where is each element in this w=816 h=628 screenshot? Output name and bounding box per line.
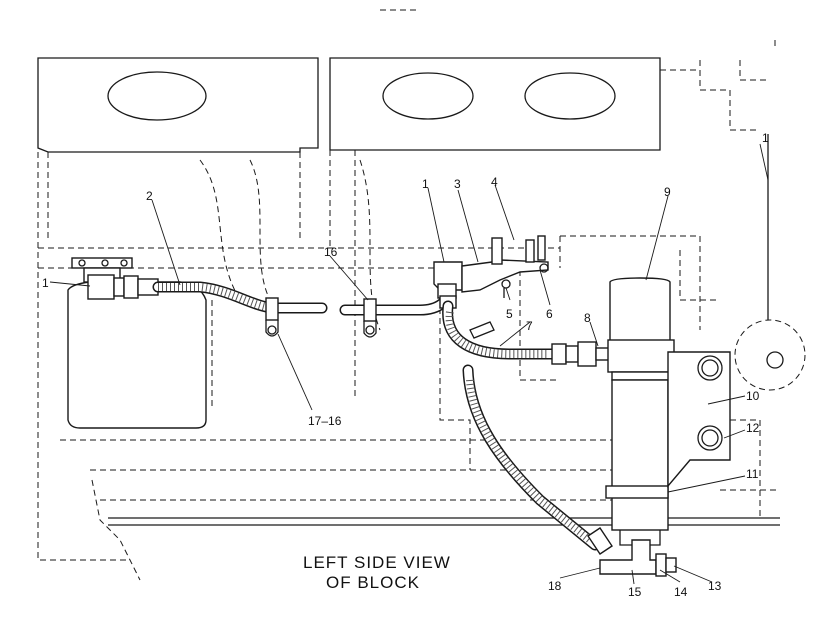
filter-9: [605, 277, 675, 546]
label-12: 12: [746, 421, 760, 435]
fitting-18: [587, 527, 613, 555]
label-1-right: 1: [762, 131, 769, 145]
label-8: 8: [584, 311, 591, 325]
valve-assembly: [461, 235, 549, 298]
label-18: 18: [548, 579, 562, 593]
clamp-16: [363, 298, 377, 338]
view-caption: LEFT SIDE VIEW OF BLOCK: [303, 553, 451, 592]
caption-line-2: OF BLOCK: [326, 573, 420, 592]
label-2: 2: [146, 189, 153, 203]
fitting-8: [551, 341, 613, 367]
label-3: 3: [454, 177, 461, 191]
hose-16: [339, 284, 456, 316]
hose-7: [442, 300, 558, 360]
label-10: 10: [746, 389, 760, 403]
bracket-1: [433, 261, 463, 299]
label-13: 13: [708, 579, 722, 593]
label-4: 4: [491, 175, 498, 189]
leader-lines: [49, 143, 769, 585]
left-fitting: [87, 274, 159, 300]
cylinder-head-ports: [107, 71, 616, 121]
part-labels: 1 2 1 3 4 16 17–16 5 6 7 8 9 10 12 11 18…: [42, 131, 769, 599]
label-6: 6: [546, 307, 553, 321]
label-16: 16: [324, 245, 338, 259]
hose-18: [462, 364, 601, 551]
bottom-tee: [599, 539, 677, 577]
label-15: 15: [628, 585, 642, 599]
label-17-16: 17–16: [308, 414, 342, 428]
bracket-10: [667, 351, 731, 488]
pulley: [734, 134, 806, 391]
label-11: 11: [746, 467, 759, 481]
label-5: 5: [506, 307, 513, 321]
label-9: 9: [664, 185, 671, 199]
caption-line-1: LEFT SIDE VIEW: [303, 553, 451, 572]
label-1-left: 1: [42, 276, 49, 290]
left-canister: [67, 257, 213, 429]
label-14: 14: [674, 585, 688, 599]
label-7: 7: [526, 319, 533, 333]
clamp-17: [265, 297, 279, 337]
label-1-top: 1: [422, 177, 429, 191]
